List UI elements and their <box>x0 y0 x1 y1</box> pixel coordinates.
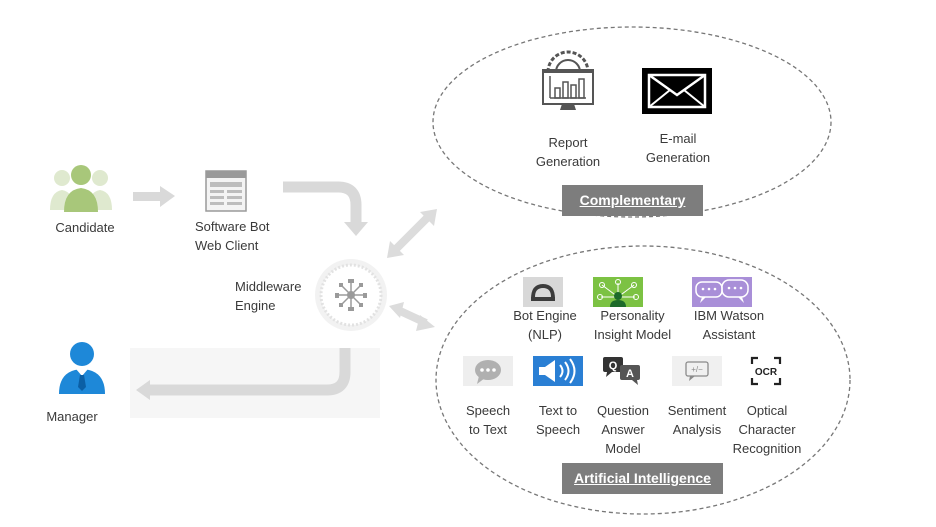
ai-ellipse <box>435 245 851 515</box>
watson-label: IBM Watson Assistant <box>693 308 765 342</box>
ocr-label: Optical Character Recognition <box>732 403 802 456</box>
network-hub-icon <box>315 259 387 331</box>
personality-network-icon <box>593 277 643 307</box>
arrow-candidate-to-client <box>133 186 175 207</box>
watson-node <box>692 277 752 307</box>
text-to-speech-node <box>533 356 583 386</box>
double-arrow-to-complementary <box>387 209 437 258</box>
sentiment-node: +/− <box>672 356 722 386</box>
personality-node <box>593 277 643 307</box>
text-to-speech-label: Text to Speech <box>535 403 581 437</box>
question-answer-icon: Q A <box>603 357 640 385</box>
personality-label: Personality Insight Model <box>593 308 672 342</box>
speech-to-text-node <box>463 356 513 386</box>
email-generation-label: E-mail Generation <box>645 131 711 165</box>
chat-bubbles-icon <box>692 277 752 307</box>
report-generation-label: Report Generation <box>535 135 601 169</box>
candidate-node <box>50 162 114 214</box>
middleware-node <box>314 258 388 332</box>
svg-text:OCR: OCR <box>755 367 778 378</box>
bot-engine-label: Bot Engine (NLP) <box>513 308 577 342</box>
web-client-window-icon <box>205 170 247 212</box>
ocr-node: OCR <box>750 356 782 386</box>
bot-engine-icon <box>523 277 563 307</box>
svg-text:+/−: +/− <box>691 365 703 374</box>
envelope-icon <box>642 68 712 114</box>
web-client-label: Software Bot Web Client <box>195 219 270 253</box>
double-arrow-to-ai <box>389 302 435 331</box>
candidate-label: Candidate <box>55 220 115 235</box>
complementary-title: Complementary <box>562 185 703 216</box>
svg-text:A: A <box>626 368 634 380</box>
speech-to-text-label: Speech to Text <box>465 403 511 437</box>
speech-bubble-icon <box>463 356 513 386</box>
ai-title: Artificial Intelligence <box>562 463 723 494</box>
qa-model-label: Question Answer Model <box>596 403 650 456</box>
middleware-label: Middleware Engine <box>235 279 302 313</box>
report-monitor-gear-icon <box>542 50 594 110</box>
manager-label: Manager <box>46 409 98 424</box>
svg-text:Q: Q <box>609 360 618 372</box>
qa-model-node: Q A <box>602 356 642 386</box>
complementary-ellipse <box>432 26 832 218</box>
sentiment-chat-icon: +/− <box>672 356 722 386</box>
ocr-icon: OCR <box>750 356 782 386</box>
email-generation-node <box>642 68 712 114</box>
manager-node <box>57 340 107 395</box>
candidate-person-icon <box>50 165 112 212</box>
speaker-icon <box>533 356 583 386</box>
report-generation-node <box>540 50 596 112</box>
arrow-middleware-to-manager <box>130 348 380 418</box>
sentiment-label: Sentiment Analysis <box>667 403 727 437</box>
web-client-node <box>205 170 247 212</box>
arrow-client-to-middleware <box>283 181 368 236</box>
bot-engine-node <box>523 277 563 307</box>
manager-person-icon <box>59 342 105 394</box>
